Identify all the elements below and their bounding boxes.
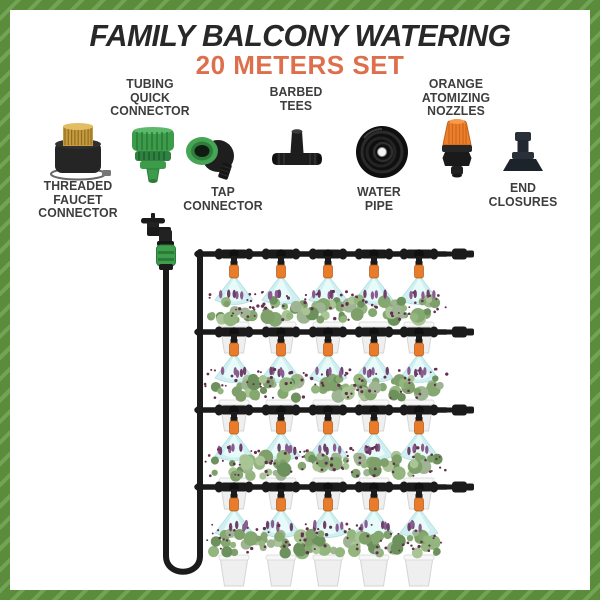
end-closure [444,484,453,490]
tap-connector-label: TAP CONNECTOR [183,184,263,213]
distribution-pipe-row [194,248,474,279]
end-closure [444,251,453,257]
end-closure [444,329,453,335]
threaded-faucet-connector-label: THREADED FAUCET CONNECTOR [38,178,118,220]
flower-pot [359,556,389,587]
plant-cell [253,430,310,510]
orange-atomizing-nozzle-icon [433,117,481,186]
plant-cell [302,274,357,354]
distribution-pipe-row [194,404,474,435]
end-closures-label: END CLOSURES [488,180,558,209]
atomizing-nozzle [276,497,286,512]
plant-cell [203,352,262,432]
tubing-quick-connector-icon [127,126,179,189]
flower-pot [266,556,296,587]
atomizing-nozzle [229,497,239,512]
atomizing-nozzle [414,497,424,512]
atomizing-nozzle [276,264,286,279]
plant-cell [255,507,311,587]
atomizing-nozzle [323,264,333,279]
plant-cell [389,352,449,432]
end-closure [444,407,453,413]
tap-connector-on-faucet [156,244,176,270]
atomizing-nozzle [369,264,379,279]
atomizing-nozzle [414,420,424,435]
pipes-layer [194,248,474,512]
water-pipe-label: WATER PIPE [357,184,401,213]
flower-pot [219,556,249,587]
page-subtitle: 20 METERS SET [195,50,405,80]
barbed-tees-label: BARBED TEES [269,84,323,113]
distribution-pipe-row [194,481,474,512]
atomizing-nozzle [229,342,239,357]
atomizing-nozzle [414,264,424,279]
plant-cell [303,507,359,587]
atomizing-nozzle [323,342,333,357]
page-title: FAMILY BALCONY WATERING [89,18,511,53]
orange-atomizing-nozzles-label: ORANGE ATOMIZING NOZZLES [421,76,491,118]
plant-cell [389,507,443,587]
supply-tube [163,249,203,575]
flower-pot [313,556,343,587]
faucet-icon [141,213,174,246]
tap-connector-icon [183,133,241,188]
water-pipe-icon [354,124,410,185]
atomizing-nozzle [369,342,379,357]
plant-cell [206,507,260,587]
tubing-quick-connector-label: TUBING QUICK CONNECTOR [110,76,190,118]
atomizing-nozzle [229,264,239,279]
atomizing-nozzle [276,342,286,357]
distribution-pipe-row [194,326,474,357]
atomizing-nozzle [369,420,379,435]
atomizing-nozzle [369,497,379,512]
end-closure-icon [501,130,545,183]
atomizing-nozzle [323,497,333,512]
plant-cell [300,352,355,432]
barbed-tee-icon [271,128,323,177]
threaded-faucet-connector-icon [42,120,114,187]
atomizing-nozzle [276,420,286,435]
atomizing-nozzle [323,420,333,435]
flower-pot [404,556,434,587]
atomizing-nozzle [229,420,239,435]
atomizing-nozzle [414,342,424,357]
plant-cell [251,274,311,354]
